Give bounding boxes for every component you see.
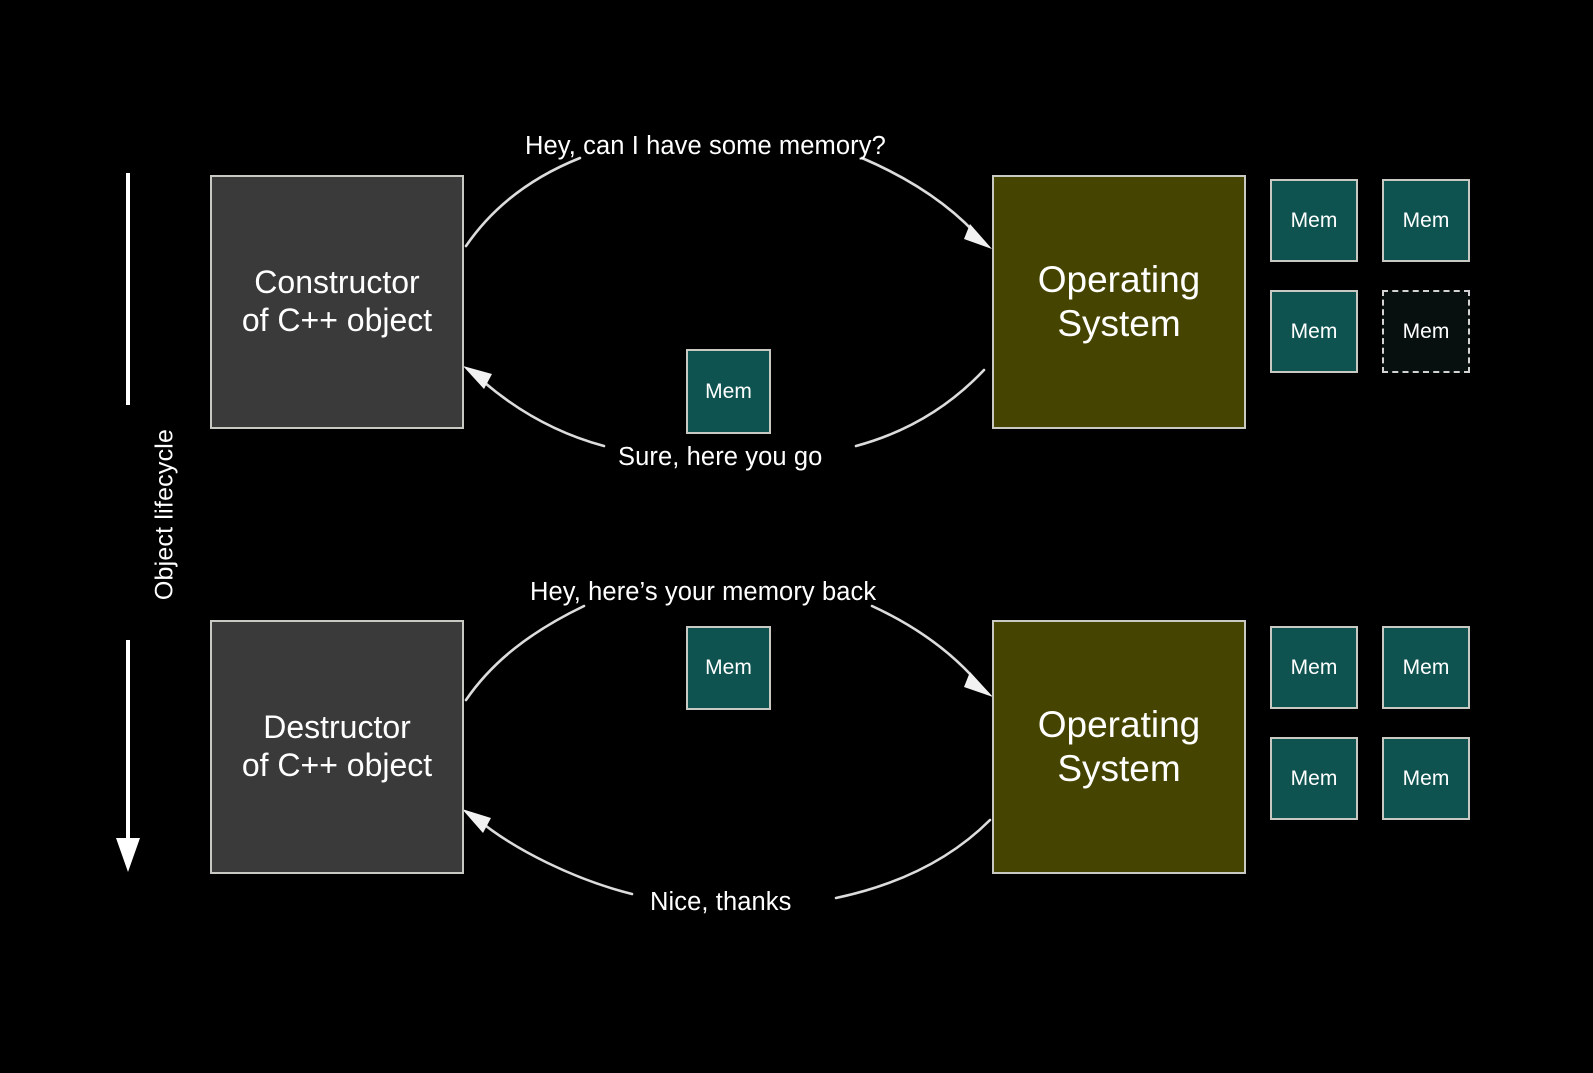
memory-pool-block-top-4-free: Mem — [1382, 290, 1470, 373]
os-label-top-line2: System — [1057, 303, 1181, 344]
os-label-bottom-line2: System — [1057, 748, 1181, 789]
memory-pool-block-top-3: Mem — [1270, 290, 1358, 373]
request-arrowhead-top — [964, 224, 992, 249]
memory-pool-block-bottom-4: Mem — [1382, 737, 1470, 820]
destructor-box: Destructor of C++ object — [210, 620, 464, 874]
request-arc-right-segment-top — [860, 156, 986, 245]
request-label-top: Hey, can I have some memory? — [525, 132, 886, 160]
os-label-bottom-line1: Operating — [1037, 704, 1201, 746]
memory-pool-block-top-2: Mem — [1382, 179, 1470, 262]
request-arc-right-segment-bottom — [870, 604, 986, 692]
response-arc-left-segment-bottom — [474, 816, 634, 896]
memory-pool-block-top-1: Mem — [1270, 179, 1358, 262]
request-arc-left-segment-bottom — [464, 604, 586, 702]
constructor-label-line2: of C++ object — [241, 302, 433, 338]
memory-pool-block-bottom-3: Mem — [1270, 737, 1358, 820]
lifecycle-axis-label: Object lifecycle — [150, 428, 179, 601]
constructor-box: Constructor of C++ object — [210, 175, 464, 429]
response-arrowhead-bottom — [462, 809, 491, 833]
destructor-label-line2: of C++ object — [241, 747, 433, 783]
response-label-top: Sure, here you go — [618, 443, 823, 471]
transit-memory-block-bottom: Mem — [686, 626, 771, 710]
response-arc-right-segment-top — [854, 368, 986, 448]
request-arc-left-segment-top — [464, 156, 582, 248]
request-arrowhead-bottom — [964, 672, 993, 697]
operating-system-box-top: Operating System — [992, 175, 1246, 429]
response-label-bottom: Nice, thanks — [650, 888, 792, 916]
response-arrowhead-top — [463, 366, 492, 389]
destructor-label-line1: Destructor — [263, 709, 411, 746]
response-arc-left-segment-top — [474, 373, 606, 448]
memory-pool-block-bottom-2: Mem — [1382, 626, 1470, 709]
operating-system-box-bottom: Operating System — [992, 620, 1246, 874]
memory-pool-block-bottom-1: Mem — [1270, 626, 1358, 709]
lifecycle-axis: Object lifecycle — [110, 170, 179, 870]
transit-memory-block-top: Mem — [686, 349, 771, 434]
constructor-label-line1: Constructor — [254, 264, 420, 301]
os-label-top-line1: Operating — [1037, 259, 1201, 301]
request-label-bottom: Hey, here’s your memory back — [530, 578, 877, 606]
response-arc-right-segment-bottom — [834, 818, 992, 900]
